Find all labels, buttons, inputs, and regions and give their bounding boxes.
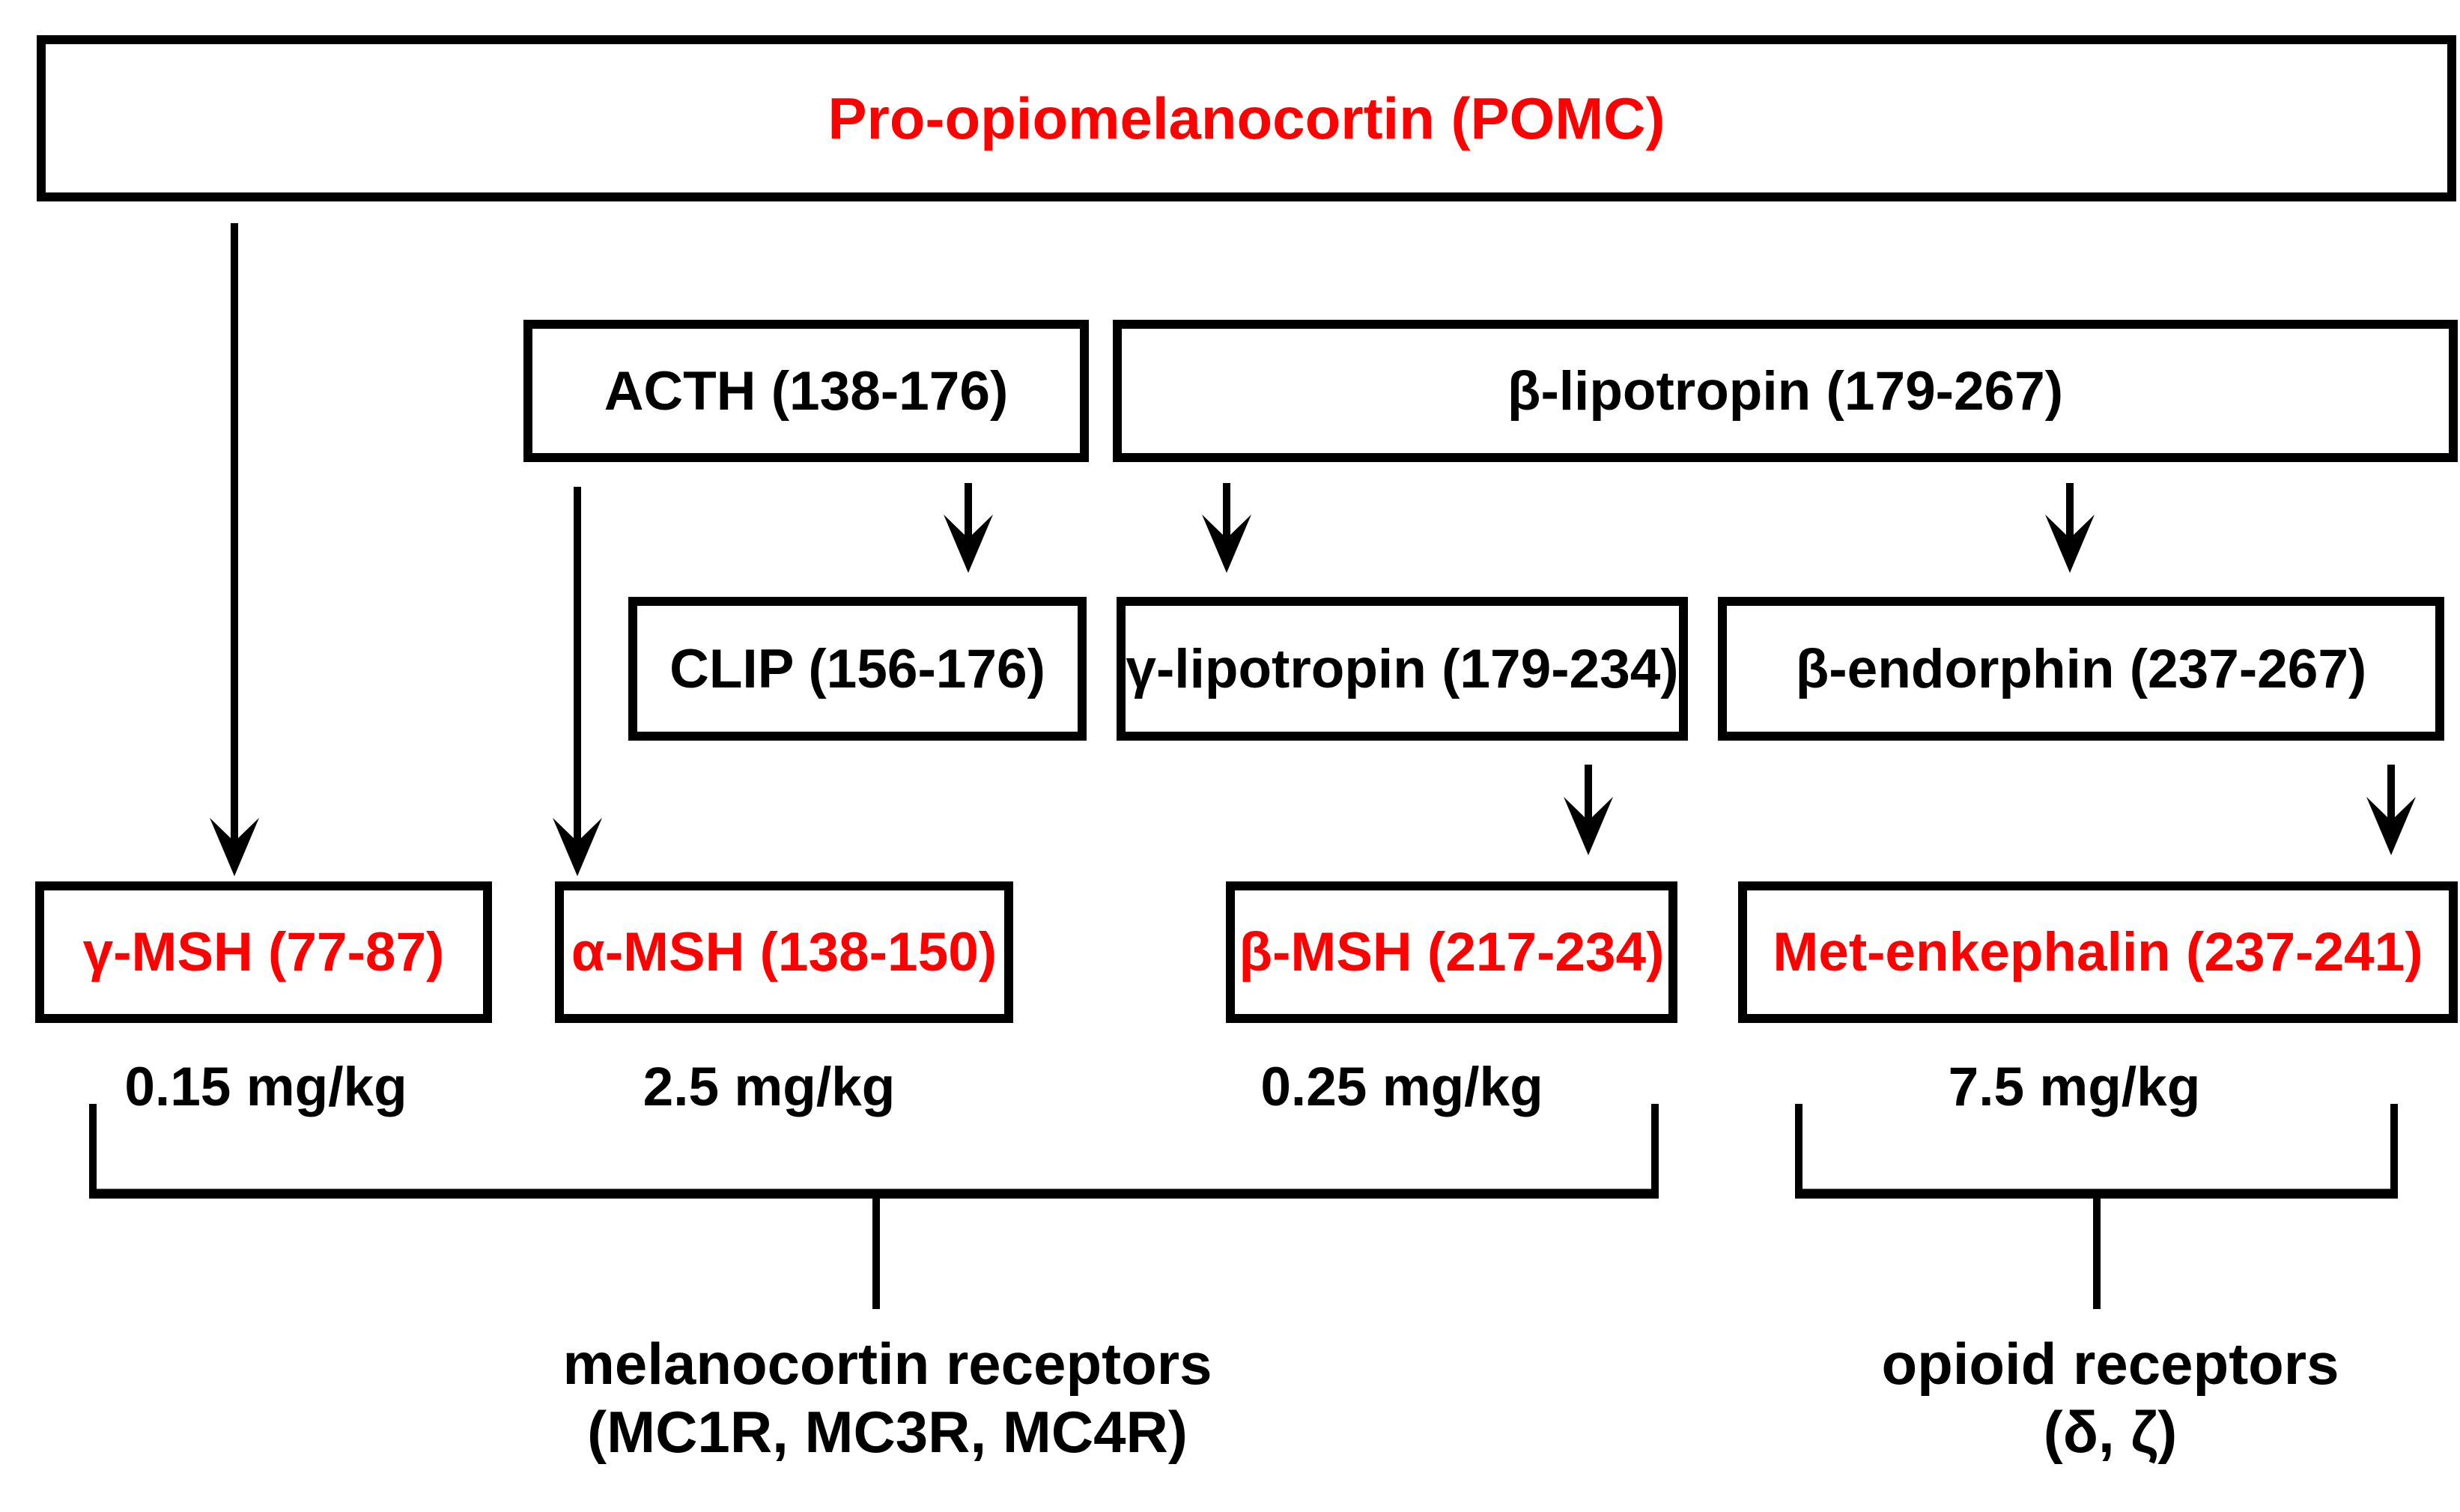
box-beta-lipotropin: β-lipotropin (179-267) (1113, 320, 2458, 462)
arrow-pomc-to-gamma-msh (210, 223, 259, 876)
box-alpha-msh: α-MSH (138-150) (555, 881, 1013, 1023)
clip-label: CLIP (156-176) (669, 638, 1045, 699)
gamma-lipotropin-label: γ-lipotropin (179-234) (1126, 638, 1679, 699)
label-melanocortin-receptors: melanocortin receptors (MC1R, MC3R, MC4R… (251, 1330, 1524, 1466)
beta-lipotropin-label: β-lipotropin (179-267) (1507, 360, 2064, 422)
gamma-msh-label: γ-MSH (77-87) (82, 922, 445, 983)
beta-endorphin-label: β-endorphin (237-267) (1795, 638, 2367, 699)
acth-label: ACTH (138-176) (604, 360, 1009, 422)
arrow-acth-to-clip (944, 483, 993, 573)
arrow-beta-lipotropin-to-beta-endorphin (2045, 483, 2095, 573)
box-gamma-msh: γ-MSH (77-87) (35, 881, 492, 1023)
alpha-msh-label: α-MSH (138-150) (571, 922, 997, 983)
arrow-gamma-lipotropin-to-beta-msh (1564, 765, 1613, 855)
dose-beta-msh: 0.25 mg/kg (1260, 1057, 1543, 1117)
pomc-label: Pro-opiomelanocortin (POMC) (827, 85, 1665, 151)
arrow-acth-to-alpha-msh (553, 487, 602, 876)
met-enkephalin-label: Met-enkephalin (237-241) (1773, 922, 2423, 983)
box-clip: CLIP (156-176) (628, 597, 1087, 741)
arrow-beta-lipotropin-to-gamma-lipotropin (1202, 483, 1251, 573)
box-beta-endorphin: β-endorphin (237-267) (1718, 597, 2444, 741)
opioid-receptors-line1: opioid receptors (1881, 1331, 2339, 1397)
box-met-enkephalin: Met-enkephalin (237-241) (1738, 881, 2458, 1023)
bracket-melanocortin (89, 1104, 1659, 1309)
bracket-opioid (1795, 1104, 2398, 1309)
opioid-receptors-line2: (δ, ζ) (2043, 1399, 2178, 1465)
melanocortin-receptors-line1: melanocortin receptors (562, 1331, 1212, 1397)
dose-met-enkephalin: 7.5 mg/kg (1948, 1057, 2201, 1117)
box-beta-msh: β-MSH (217-234) (1226, 881, 1677, 1023)
box-gamma-lipotropin: γ-lipotropin (179-234) (1117, 597, 1688, 741)
label-opioid-receptors: opioid receptors (δ, ζ) (1474, 1330, 2460, 1466)
melanocortin-receptors-line2: (MC1R, MC3R, MC4R) (587, 1399, 1188, 1465)
dose-gamma-msh: 0.15 mg/kg (124, 1057, 407, 1117)
dose-alpha-msh: 2.5 mg/kg (643, 1057, 896, 1117)
arrow-beta-endorphin-to-met-enkephalin (2366, 765, 2416, 855)
box-pomc: Pro-opiomelanocortin (POMC) (37, 35, 2456, 201)
beta-msh-label: β-MSH (217-234) (1239, 922, 1665, 983)
box-acth: ACTH (138-176) (523, 320, 1089, 462)
